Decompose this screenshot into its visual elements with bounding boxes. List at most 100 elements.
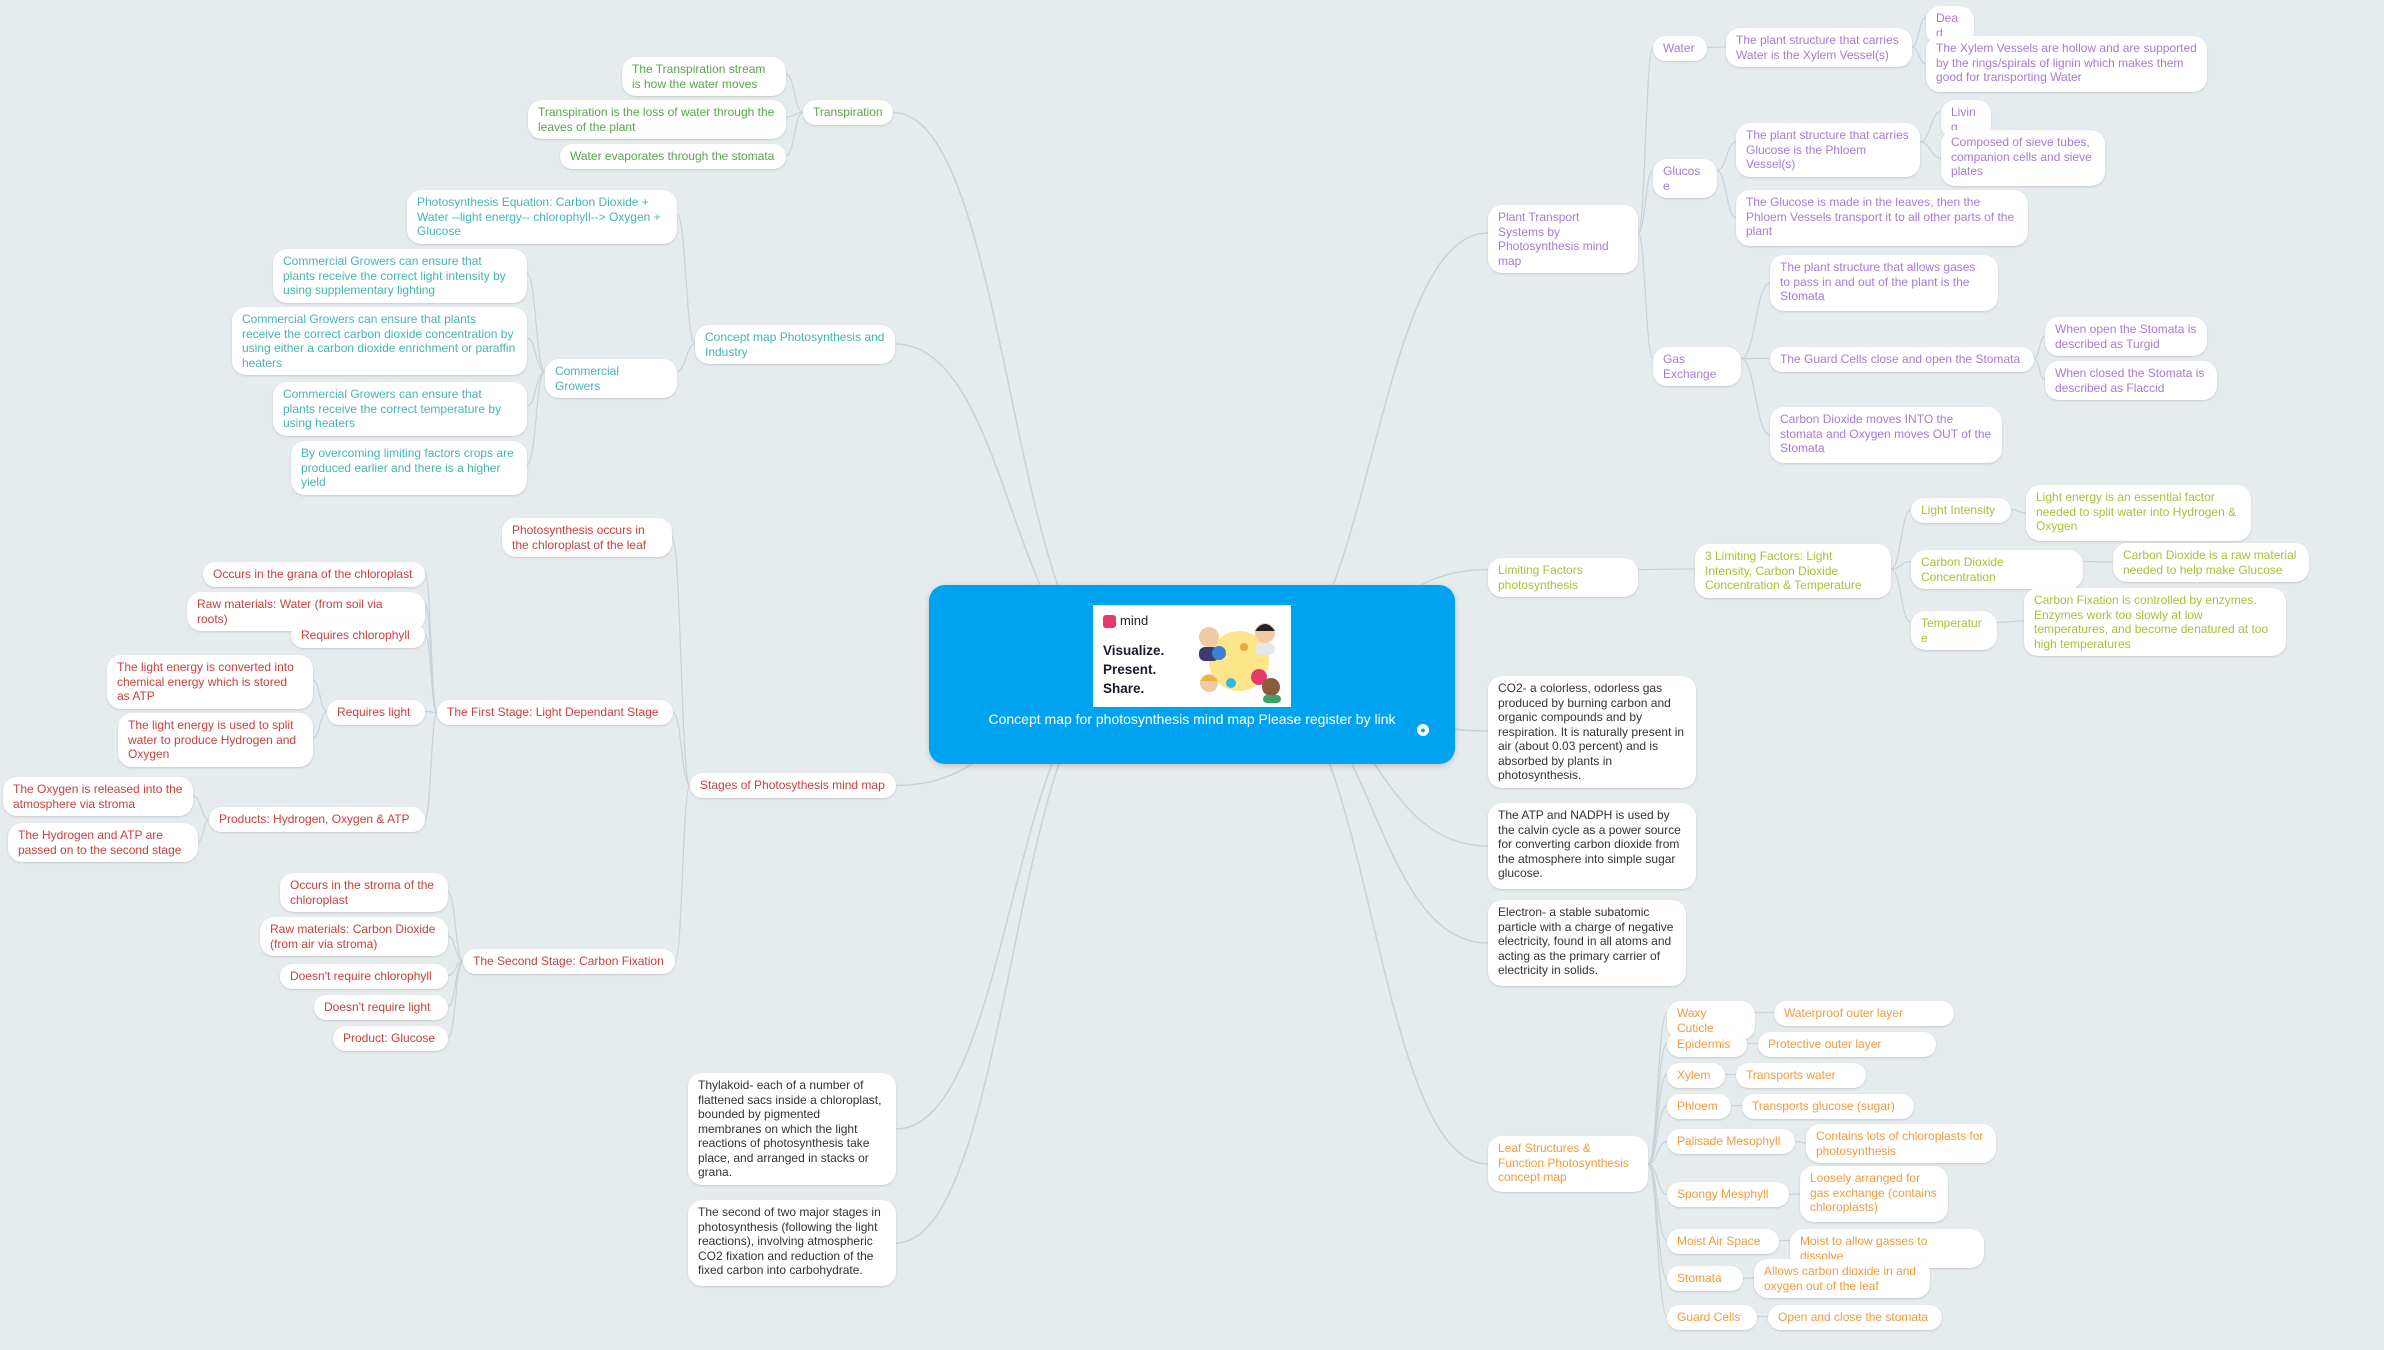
node-sieve[interactable]: Composed of sieve tubes, companion cells… (1941, 130, 2105, 186)
node-ph2[interactable]: Transports glucose (sugar) (1742, 1094, 1914, 1119)
promo-banner[interactable]: mind Visualize. Present. Share. (1093, 605, 1291, 707)
node-first[interactable]: The First Stage: Light Dependant Stage (437, 700, 673, 725)
node-second[interactable]: The Second Stage: Carbon Fixation (463, 949, 675, 974)
node-f4a[interactable]: The light energy is converted into chemi… (107, 655, 313, 709)
node-cg4[interactable]: By overcoming limiting factors crops are… (291, 441, 527, 495)
node-transport[interactable]: Plant Transport Systems by Photosynthesi… (1488, 205, 1638, 273)
edge-phloem-living (1919, 110, 1942, 143)
node-moist[interactable]: Moist Air Space (1667, 1229, 1779, 1254)
edge-co2c-co2c2 (2082, 560, 2114, 563)
edge-leaf-ph (1647, 1104, 1668, 1165)
central-topic-title: Concept map for photosynthesis mind map … (988, 711, 1396, 727)
node-f5[interactable]: Products: Hydrogen, Oxygen & ATP (209, 807, 425, 832)
node-light2[interactable]: Light energy is an essential factor need… (2026, 485, 2251, 541)
node-flaccid[interactable]: When closed the Stomata is described as … (2045, 361, 2217, 400)
edge-second-s2 (447, 935, 464, 963)
node-temp2[interactable]: Carbon Fixation is controlled by enzymes… (2024, 588, 2286, 656)
edge-transpiration-tr1 (785, 73, 804, 114)
node-f4b[interactable]: The light energy is used to split water … (118, 713, 313, 767)
edge-transport-glucose (1637, 169, 1654, 234)
node-xy[interactable]: Xylem (1667, 1063, 1725, 1088)
node-water[interactable]: Water (1653, 36, 1707, 61)
node-co2in[interactable]: Carbon Dioxide moves INTO the stomata an… (1770, 407, 2002, 463)
node-tr2[interactable]: Transpiration is the loss of water throu… (528, 100, 786, 139)
node-spo2[interactable]: Loosely arranged for gas exchange (conta… (1800, 1166, 1948, 1222)
edge-leaf-gc (1647, 1163, 1668, 1318)
tagline-line: Visualize. (1103, 643, 1165, 658)
edge-stages-first (672, 711, 691, 787)
edge-first-f4 (424, 710, 438, 714)
edge-glucose-phloem (1716, 141, 1737, 172)
node-s2[interactable]: Raw materials: Carbon Dioxide (from air … (260, 917, 448, 956)
node-epi[interactable]: Epidermis (1667, 1032, 1747, 1057)
node-sto2[interactable]: Allows carbon dioxide in and oxygen out … (1754, 1259, 1930, 1298)
node-guard[interactable]: The Guard Cells close and open the Stoma… (1770, 347, 2034, 372)
node-industry[interactable]: Concept map Photosynthesis and Industry (695, 325, 895, 364)
node-pal2[interactable]: Contains lots of chloroplasts for photos… (1806, 1124, 1996, 1163)
node-gas[interactable]: Gas Exchange (1653, 347, 1741, 386)
collapse-toggle-icon[interactable]: ● (1417, 724, 1429, 736)
node-ph[interactable]: Phloem (1667, 1094, 1731, 1119)
node-s4[interactable]: Doesn't require light (314, 995, 448, 1020)
node-co2c[interactable]: Carbon Dioxide Concentration (1911, 550, 2083, 589)
node-gc[interactable]: Guard Cells (1667, 1305, 1757, 1330)
node-cg1[interactable]: Commercial Growers can ensure that plant… (273, 249, 527, 303)
node-limiting[interactable]: Limiting Factors photosynthesis (1488, 558, 1638, 597)
node-glucose[interactable]: Glucose (1653, 159, 1717, 198)
node-s3[interactable]: Doesn't require chlorophyll (280, 964, 448, 989)
node-light[interactable]: Light Intensity (1911, 498, 2011, 523)
node-xylem2[interactable]: The Xylem Vessels are hollow and are sup… (1926, 36, 2207, 92)
node-equation[interactable]: Photosynthesis Equation: Carbon Dioxide … (407, 190, 677, 244)
node-gc2[interactable]: Open and close the stomata (1768, 1305, 1942, 1330)
node-glucose2[interactable]: The Glucose is made in the leaves, then … (1736, 190, 2028, 246)
edge-first-f5 (424, 711, 438, 821)
node-leaf[interactable]: Leaf Structures & Function Photosynthesi… (1488, 1136, 1648, 1192)
node-electron[interactable]: Electron- a stable subatomic particle wi… (1488, 900, 1686, 986)
node-f3[interactable]: Requires chlorophyll (291, 623, 425, 648)
node-tr1[interactable]: The Transpiration stream is how the wate… (622, 57, 786, 96)
node-growers[interactable]: Commercial Growers (545, 359, 677, 398)
edge-xylem-dead (1911, 16, 1927, 48)
node-s5[interactable]: Product: Glucose (333, 1026, 448, 1051)
node-f4[interactable]: Requires light (327, 700, 425, 725)
node-f1[interactable]: Occurs in the grana of the chloroplast (203, 562, 425, 587)
node-phloem[interactable]: The plant structure that carries Glucose… (1736, 123, 1920, 177)
node-secondstage[interactable]: The second of two major stages in photos… (688, 1200, 896, 1286)
edge-industry-equation (676, 213, 696, 345)
node-atp[interactable]: The ATP and NADPH is used by the calvin … (1488, 803, 1696, 889)
edge-light-light2 (2010, 508, 2027, 514)
node-stages[interactable]: Stages of Photosythesis mind map (690, 773, 896, 798)
node-sto[interactable]: Stomata (1667, 1266, 1743, 1291)
node-cg2[interactable]: Commercial Growers can ensure that plant… (232, 307, 527, 375)
node-cg3[interactable]: Commercial Growers can ensure that plant… (273, 382, 527, 436)
node-three[interactable]: 3 Limiting Factors: Light Intensity, Car… (1695, 544, 1891, 598)
people-illustration-icon (1199, 623, 1281, 703)
node-xylem[interactable]: The plant structure that carries Water i… (1726, 28, 1912, 67)
edge-gas-stomata (1740, 282, 1771, 360)
node-co2c2[interactable]: Carbon Dioxide is a raw material needed … (2113, 543, 2309, 582)
banner-brand: mind (1120, 613, 1149, 628)
node-f5b[interactable]: The Hydrogen and ATP are passed on to th… (8, 823, 198, 862)
node-co2def[interactable]: CO2- a colorless, odorless gas produced … (1488, 676, 1696, 788)
node-stomata[interactable]: The plant structure that allows gases to… (1770, 255, 1998, 311)
central-topic[interactable]: mind Visualize. Present. Share. Concept … (929, 585, 1455, 764)
node-spo[interactable]: Spongy Mesphyll (1667, 1182, 1789, 1207)
node-f5a[interactable]: The Oxygen is released into the atmosphe… (3, 777, 193, 816)
edge-f5-f5b (197, 818, 210, 843)
edge-sto-sto2 (1742, 1277, 1755, 1280)
node-occurs[interactable]: Photosynthesis occurs in the chloroplast… (502, 518, 672, 557)
node-xy2[interactable]: Transports water (1736, 1063, 1866, 1088)
node-epi2[interactable]: Protective outer layer (1758, 1032, 1936, 1057)
node-pal[interactable]: Palisade Mesophyll (1667, 1129, 1795, 1154)
edge-glucose-glucose2 (1716, 169, 1737, 219)
node-tr3[interactable]: Water evaporates through the stomata (560, 144, 786, 169)
node-thylakoid[interactable]: Thylakoid- each of a number of flattened… (688, 1073, 896, 1185)
node-temp[interactable]: Temperature (1911, 611, 1997, 650)
edge-second-s5 (447, 960, 464, 1039)
node-s1[interactable]: Occurs in the stroma of the chloroplast (280, 873, 448, 912)
tagline-line: Share. (1103, 681, 1145, 696)
node-turgid[interactable]: When open the Stomata is described as Tu… (2045, 317, 2207, 356)
node-transpiration[interactable]: Transpiration (803, 100, 893, 125)
edge-water-xylem (1706, 46, 1727, 49)
node-waxy2[interactable]: Waterproof outer layer (1774, 1001, 1954, 1026)
